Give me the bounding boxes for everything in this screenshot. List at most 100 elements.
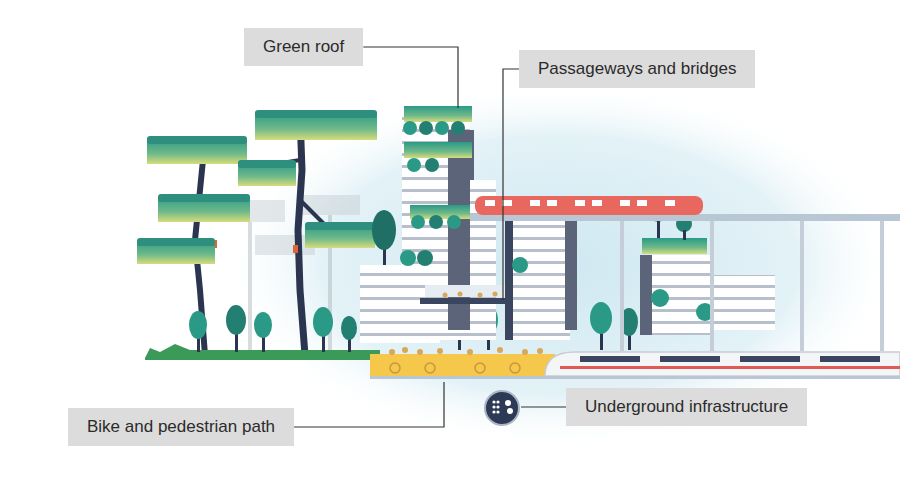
tall-trees [137, 110, 377, 355]
green-roof-trees-part [451, 121, 465, 135]
green-roof-trees-part [404, 106, 472, 122]
elevated-train-part [547, 200, 557, 206]
path-and-train-part [740, 356, 800, 362]
tall-trees-part [305, 222, 375, 230]
path-and-train-part [370, 354, 555, 376]
pedestrians-part [493, 292, 498, 297]
elevated-train-part [880, 221, 884, 351]
pedestrians-part [475, 363, 485, 373]
green-roof-trees-part [403, 121, 417, 135]
pedestrians-part [425, 363, 435, 373]
tall-trees-part [255, 110, 377, 118]
buildings-part [425, 285, 505, 297]
small-trees-part [590, 302, 612, 334]
small-trees-part [341, 316, 357, 340]
pedestrians-part [497, 347, 503, 353]
leader-line [363, 47, 458, 108]
underground-icon-part [496, 405, 499, 408]
pedestrians-part [417, 349, 423, 355]
tall-trees-part [293, 245, 298, 253]
buildings-part [665, 275, 775, 330]
green-roof-trees-part [404, 142, 472, 158]
green-roof-trees-part [447, 215, 461, 229]
pedestrians-part [510, 363, 520, 373]
pedestrians-part [522, 349, 528, 355]
faded-trees-part [300, 195, 360, 215]
green-roof-trees-part [435, 121, 449, 135]
green-roof-trees-part [651, 289, 669, 307]
elevated-train-part [620, 200, 630, 206]
elevated-train-part [710, 221, 714, 351]
pedestrians-part [478, 293, 483, 298]
callout-label: Passageways and bridges [519, 50, 755, 88]
label-text: Green roof [263, 37, 344, 56]
tall-trees-part [238, 160, 296, 168]
label-text: Underground infrastructure [585, 397, 788, 416]
green-roof-trees-part [429, 215, 443, 229]
green-roof-trees-part [657, 220, 660, 238]
green-roof-trees-part [425, 158, 439, 172]
pedestrians-part [537, 348, 543, 354]
elevated-train-part [530, 200, 540, 206]
label-text: Bike and pedestrian path [87, 417, 275, 436]
path-and-train-part [560, 366, 900, 369]
underground-icon-part [492, 405, 495, 408]
leader-line [521, 406, 566, 407]
faded-trees-part [248, 200, 252, 350]
buildings-part [640, 255, 652, 335]
elevated-train-part [592, 200, 602, 206]
pedestrians-part [390, 363, 400, 373]
pedestrians-part [437, 348, 443, 354]
tall-trees-part [298, 115, 305, 355]
green-roof-trees-part [417, 250, 433, 266]
elevated-train-part [637, 200, 647, 206]
tall-trees-part [137, 238, 215, 246]
label-text: Passageways and bridges [538, 59, 736, 78]
elevated-train-part [800, 221, 804, 351]
elevated-train-part [485, 200, 495, 206]
elevated-train-part [620, 221, 624, 351]
pedestrians-part [389, 349, 395, 355]
underground-icon-part [492, 410, 495, 413]
underground-icon-part [496, 400, 499, 403]
path-and-train-part [580, 356, 640, 362]
background-haze [220, 80, 900, 450]
green-roof-trees-part [642, 238, 707, 254]
green-roof-trees-part [512, 257, 528, 273]
path-and-train-part [660, 356, 720, 362]
tall-trees-part [158, 194, 250, 202]
buildings-part [565, 220, 577, 330]
underground-icon-part [492, 400, 495, 403]
green-roof-trees-part [419, 121, 433, 135]
underground-icon-part [485, 391, 519, 425]
pedestrians-part [458, 292, 463, 297]
callout-label: Green roof [244, 28, 363, 66]
elevated-train-part [575, 200, 585, 206]
underground-icon [485, 391, 519, 425]
pedestrians [389, 292, 543, 374]
path-and-train-part [370, 376, 900, 379]
small-trees-part [254, 312, 272, 338]
leader-line [294, 382, 444, 427]
elevated-train [470, 196, 900, 351]
small-trees-part [189, 311, 207, 339]
green-roof-trees-part [400, 250, 416, 266]
callout-label: Underground infrastructure [566, 388, 807, 426]
elevated-train-part [665, 200, 675, 206]
underground-icon-part [505, 400, 511, 406]
background-haze-part [220, 80, 900, 450]
tall-trees-part [147, 136, 247, 144]
path-and-train-part [820, 356, 880, 362]
underground-icon-part [507, 408, 513, 414]
leader-line [503, 69, 519, 300]
small-trees-part [226, 305, 246, 335]
pedestrians-part [402, 347, 408, 353]
elevated-train-part [475, 196, 703, 215]
green-roof-trees [400, 106, 714, 321]
small-trees-part [313, 307, 333, 337]
callout-label: Bike and pedestrian path [68, 408, 294, 446]
buildings-part [420, 298, 510, 304]
path-and-train-part [545, 352, 900, 376]
green-roof-trees-part [411, 215, 425, 229]
green-roof-trees-part [683, 230, 686, 240]
